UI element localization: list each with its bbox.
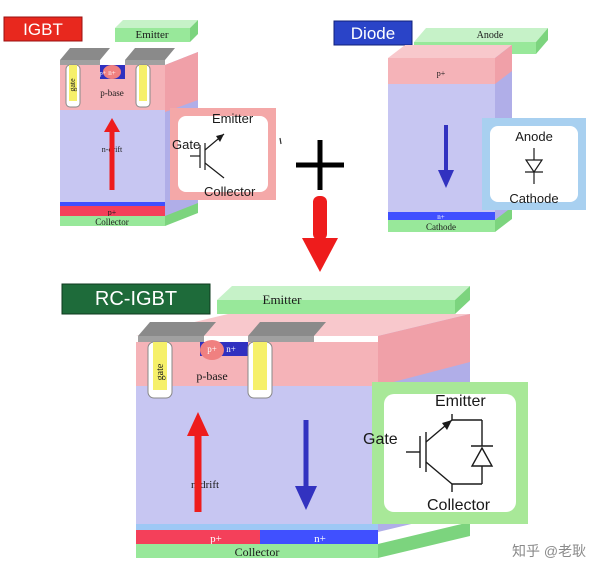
rc-collector-contact — [136, 544, 378, 558]
rc-igbt-badge-label: RC-IGBT — [95, 288, 177, 310]
rc-emitter-label: Emitter — [263, 292, 303, 307]
igbt-gate-left — [69, 65, 77, 101]
rc-gate-label: gate — [155, 363, 166, 380]
rc-n-plus-layer — [260, 530, 378, 544]
igbt-p-plus-layer — [60, 206, 165, 216]
rc-p-plus-label: p+ — [210, 533, 222, 545]
diode-n-drift — [388, 84, 495, 212]
plus-sign — [296, 140, 344, 190]
diode-cathode-label: Cathode — [426, 222, 456, 232]
igbt-symbol-gate-label: Gate — [172, 137, 200, 152]
rc-gate-right — [253, 342, 267, 390]
rc-symbol-emitter-label: Emitter — [435, 393, 486, 410]
rc-igbt-badge — [61, 283, 211, 315]
igbt-badge — [3, 16, 83, 42]
diode-anode-label: Anode — [477, 30, 504, 41]
diode-cathode-contact — [388, 220, 495, 232]
igbt-emitter-contact — [115, 28, 190, 42]
igbt-n-plus-label: n+ — [108, 69, 116, 77]
rc-igbt-device: RC-IGBT Emitter p+ n+ gate p-base n-dri — [61, 283, 528, 559]
igbt-gate-right — [139, 65, 147, 101]
rc-emitter-contact — [217, 300, 455, 314]
diode-symbol-cathode-label: Cathode — [509, 191, 558, 206]
igbt-device: IGBT Emitter n+ p+ gate p-base n-drift — [3, 16, 276, 227]
diode-n-plus-layer — [388, 212, 495, 220]
diode-p-plus-label: p+ — [437, 69, 446, 78]
rc-n-drift — [136, 386, 378, 524]
rc-p-base-label: p-base — [196, 369, 227, 383]
watermark: 知乎 @老耿 — [512, 543, 586, 559]
igbt-badge-label: IGBT — [23, 20, 63, 39]
igbt-symbol-emitter-label: Emitter — [212, 111, 254, 126]
rc-n-plus-label: n+ — [226, 344, 236, 354]
igbt-p-plus-small-label: p+ — [100, 71, 107, 77]
diode-badge — [333, 20, 413, 46]
diode-symbol-icon — [524, 148, 544, 184]
igbt-gate-label: gate — [68, 78, 77, 92]
rc-symbol-collector-label: Collector — [427, 497, 491, 514]
rc-gate-left — [153, 342, 167, 390]
diode-symbol-anode-label: Anode — [515, 129, 553, 144]
igbt-emitter-label: Emitter — [136, 29, 169, 41]
diode-p-plus — [388, 58, 495, 84]
igbt-p-plus-label: p+ — [108, 208, 117, 217]
diode-n-plus-label: n+ — [437, 213, 445, 221]
igbt-emitter-top — [115, 20, 198, 28]
rc-collector-label: Collector — [235, 545, 280, 559]
diode-badge-label: Diode — [351, 24, 395, 43]
rc-p-plus-layer — [136, 530, 260, 544]
diode-device: Diode Anode p+ n+ Cathode Anode Cathode — [333, 20, 586, 232]
rc-p-plus-small-label: p+ — [207, 344, 217, 354]
igbt-p-base-label: p-base — [100, 88, 124, 98]
combine-arrow — [302, 196, 338, 272]
igbt-collector-contact — [60, 216, 165, 226]
igbt-symbol-collector-label: Collector — [204, 184, 256, 199]
rc-n-plus-bottom-label: n+ — [314, 533, 326, 545]
rc-symbol-gate-label: Gate — [363, 431, 398, 448]
igbt-collector-label: Collector — [95, 217, 129, 227]
